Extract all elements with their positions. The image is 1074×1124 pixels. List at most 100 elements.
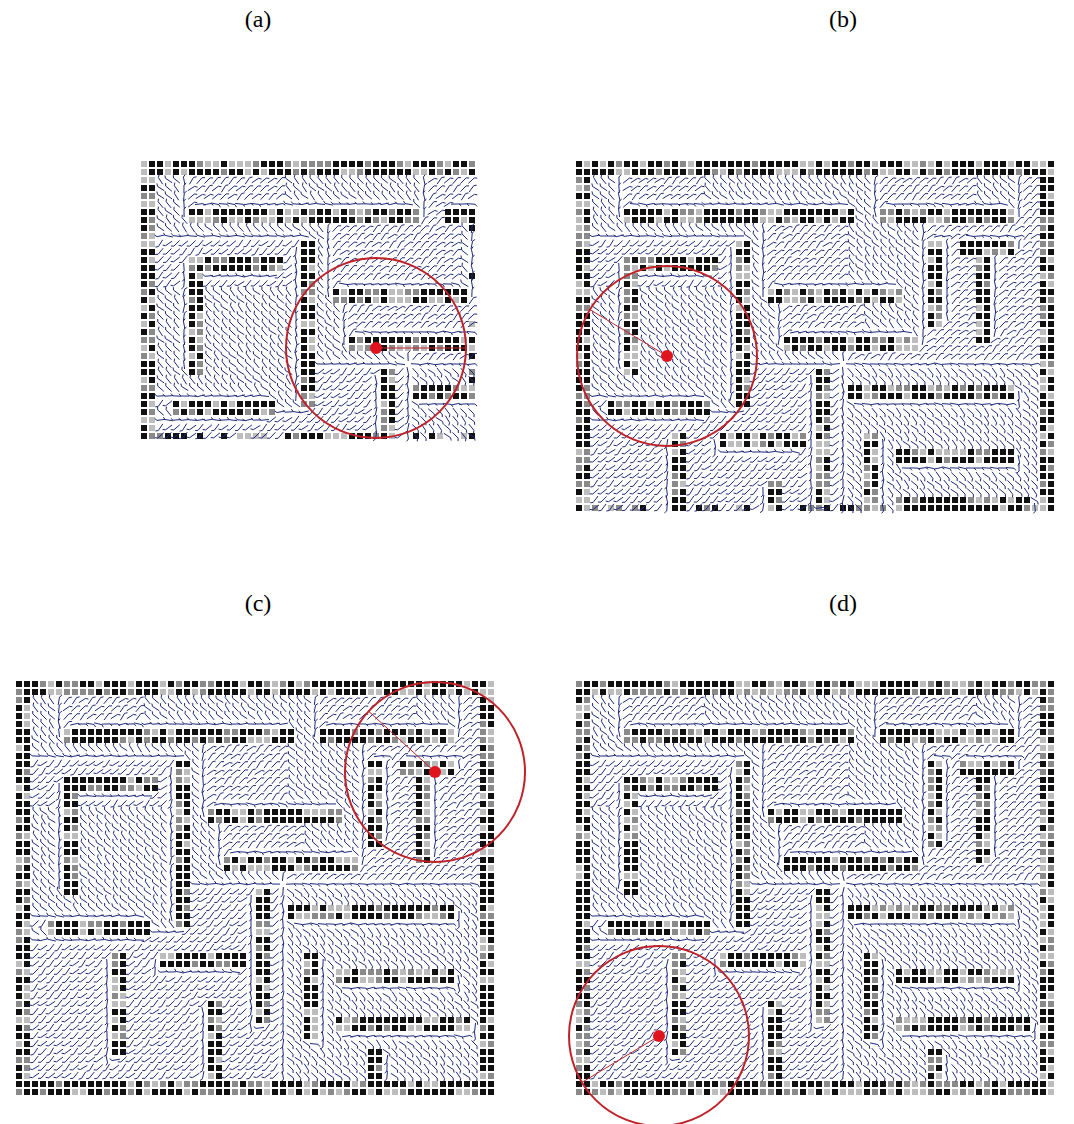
obstacle-cell xyxy=(1008,497,1014,503)
obstacle-cell xyxy=(816,161,822,167)
obstacle-cell xyxy=(213,169,219,175)
obstacle-cell xyxy=(317,433,323,439)
obstacle-cell xyxy=(360,737,366,743)
obstacle-cell xyxy=(437,297,443,303)
obstacle-cell xyxy=(157,169,163,175)
obstacle-cell xyxy=(888,161,894,167)
obstacle-cell xyxy=(960,385,966,391)
obstacle-cell xyxy=(429,161,435,167)
obstacle-cell xyxy=(416,825,422,831)
obstacle-cell xyxy=(344,729,350,735)
obstacle-cell xyxy=(248,681,254,687)
obstacle-cell xyxy=(368,761,374,767)
obstacle-cell xyxy=(488,833,494,839)
obstacle-cell xyxy=(464,689,470,695)
obstacle-cell xyxy=(480,929,486,935)
obstacle-cell xyxy=(189,257,195,263)
obstacle-cell xyxy=(616,401,622,407)
obstacle-cell xyxy=(184,777,190,783)
obstacle-cell xyxy=(440,737,446,743)
obstacle-cell xyxy=(200,681,206,687)
obstacle-cell xyxy=(461,289,467,295)
obstacle-cell xyxy=(952,457,958,463)
obstacle-cell xyxy=(16,961,22,967)
obstacle-cell xyxy=(184,689,190,695)
obstacle-cell xyxy=(24,905,30,911)
obstacle-cell xyxy=(149,201,155,207)
obstacle-cell xyxy=(149,249,155,255)
obstacle-cell xyxy=(640,161,646,167)
obstacle-cell xyxy=(1040,425,1046,431)
obstacle-cell xyxy=(936,313,942,319)
obstacle-cell xyxy=(912,505,918,511)
obstacle-cell xyxy=(656,161,662,167)
obstacle-cell xyxy=(1024,505,1030,511)
obstacle-cell xyxy=(744,209,750,215)
obstacle-cell xyxy=(984,457,990,463)
obstacle-cell xyxy=(261,161,267,167)
obstacle-cell xyxy=(480,937,486,943)
obstacle-cell xyxy=(288,689,294,695)
obstacle-cell xyxy=(864,169,870,175)
obstacle-cell xyxy=(256,681,262,687)
obstacle-cell xyxy=(1040,305,1046,311)
obstacle-cell xyxy=(189,273,195,279)
obstacle-cell xyxy=(24,833,30,839)
obstacle-cell xyxy=(936,241,942,247)
obstacle-cell xyxy=(864,473,870,479)
obstacle-cell xyxy=(176,833,182,839)
obstacle-cell xyxy=(24,697,30,703)
obstacle-cell xyxy=(776,161,782,167)
obstacle-cell xyxy=(1048,393,1054,399)
obstacle-cell xyxy=(64,849,70,855)
obstacle-cell xyxy=(688,169,694,175)
obstacle-cell xyxy=(584,193,590,199)
obstacle-cell xyxy=(856,337,862,343)
obstacle-cell xyxy=(104,921,110,927)
obstacle-cell xyxy=(120,729,126,735)
obstacle-cell xyxy=(104,729,110,735)
obstacle-cell xyxy=(349,161,355,167)
obstacle-cell xyxy=(864,465,870,471)
obstacle-cell xyxy=(944,217,950,223)
obstacle-cell xyxy=(912,169,918,175)
obstacle-cell xyxy=(296,913,302,919)
obstacle-cell xyxy=(216,737,222,743)
obstacle-cell xyxy=(141,401,147,407)
obstacle-cell xyxy=(80,777,86,783)
obstacle-cell xyxy=(328,905,334,911)
obstacle-cell xyxy=(1048,273,1054,279)
obstacle-cell xyxy=(992,217,998,223)
obstacle-cell xyxy=(1000,161,1006,167)
obstacle-cell xyxy=(269,217,275,223)
obstacle-cell xyxy=(197,361,203,367)
obstacle-cell xyxy=(469,385,475,391)
obstacle-cell xyxy=(624,313,630,319)
obstacle-cell xyxy=(413,217,419,223)
obstacle-cell xyxy=(309,241,315,247)
obstacle-cell xyxy=(408,689,414,695)
obstacle-cell xyxy=(1016,161,1022,167)
obstacle-cell xyxy=(213,217,219,223)
obstacle-cell xyxy=(197,169,203,175)
obstacle-cell xyxy=(184,921,190,927)
obstacle-cell xyxy=(221,209,227,215)
obstacle-cell xyxy=(301,265,307,271)
obstacle-cell xyxy=(120,689,126,695)
obstacle-cell xyxy=(376,825,382,831)
obstacle-cell xyxy=(768,209,774,215)
obstacle-cell xyxy=(221,409,227,415)
obstacle-cell xyxy=(64,729,70,735)
obstacle-cell xyxy=(397,217,403,223)
obstacle-cell xyxy=(96,929,102,935)
obstacle-cell xyxy=(928,241,934,247)
obstacle-cell xyxy=(149,425,155,431)
obstacle-cell xyxy=(184,913,190,919)
obstacle-cell xyxy=(648,161,654,167)
obstacle-cell xyxy=(824,217,830,223)
obstacle-cell xyxy=(1040,473,1046,479)
obstacle-cell xyxy=(624,257,630,263)
obstacle-cell xyxy=(864,457,870,463)
obstacle-cell xyxy=(816,481,822,487)
obstacle-cell xyxy=(1040,449,1046,455)
